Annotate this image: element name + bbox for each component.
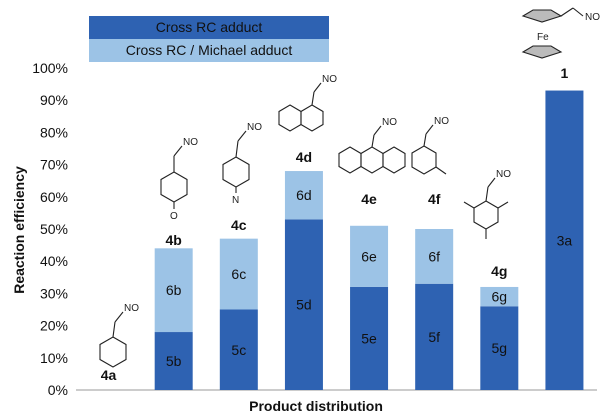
segment-label: 5e [361, 330, 377, 346]
bar-segment [219, 238, 258, 310]
structure-4b-icon: NO O [160, 137, 198, 222]
structure-4c-icon: NO N [222, 122, 262, 206]
y-tick-label: 60% [40, 189, 68, 205]
y-tick-label: 70% [40, 157, 68, 173]
nitro-group-1: NO [585, 12, 600, 23]
nitro-group-4c: NO [247, 122, 262, 133]
bar-segment [284, 219, 323, 390]
category-label: 4b [166, 232, 182, 248]
y-tick-label: 80% [40, 124, 68, 140]
y-axis-title: Reaction efficiency [11, 166, 27, 294]
bar-segment [154, 332, 193, 390]
segment-label: 3a [557, 232, 573, 248]
nitro-group-4b: NO [183, 137, 198, 148]
y-tick-label: 30% [40, 285, 68, 301]
category-label: 4d [296, 149, 312, 165]
bar-segment [415, 229, 454, 284]
bar-segment [350, 225, 389, 287]
structure-4f-icon: NO [411, 116, 449, 175]
methoxy-o-4b: O [170, 211, 178, 222]
category-label: 4f [428, 191, 441, 207]
segment-label: 5f [428, 329, 440, 345]
segment-label: 6b [166, 282, 182, 298]
bar-segment [219, 309, 258, 390]
segment-label: 6d [296, 187, 312, 203]
bar-segment [545, 90, 584, 390]
category-label: 4a [101, 367, 117, 383]
segment-label: 6f [428, 248, 440, 264]
bar-labels: 4a 5b 6b 4b 5c 6c 4c 5d 6d 4d 5e 6e 4e 5f 6f 4f 5g 6g 4g 3a… [101, 65, 573, 383]
segment-label: 6c [231, 266, 246, 282]
structure-4a-icon: NO [99, 303, 139, 368]
bar-segment [480, 286, 519, 307]
structure-4g-icon: NO [463, 169, 511, 239]
category-label: 4g [491, 263, 507, 279]
category-label: 4e [361, 191, 377, 207]
segment-label: 5b [166, 353, 182, 369]
y-tick-label: 100% [32, 60, 68, 76]
bar-segment [154, 248, 193, 333]
bars [154, 90, 584, 390]
y-tick-label: 50% [40, 221, 68, 237]
segment-label: 6e [361, 248, 377, 264]
segment-label: 5c [231, 342, 246, 358]
structure-1-ferrocene-icon: NO Fe [521, 7, 600, 59]
iron-atom-label: Fe [537, 32, 549, 43]
nitro-group-4a: NO [124, 303, 139, 314]
segment-label: 6g [492, 289, 508, 305]
bar-segment [350, 286, 389, 390]
y-tick-label: 0% [48, 382, 68, 398]
legend-cross-rc-adduct: Cross RC adduct [89, 16, 329, 39]
y-tick-label: 40% [40, 253, 68, 269]
bar-segment [415, 283, 454, 390]
structure-4e-icon: NO [338, 117, 406, 174]
bar-segment [284, 171, 323, 220]
axes: 0% 10% 20% 30% 40% 50% 60% 70% 80% 90% 100% [32, 60, 597, 398]
category-label: 4c [231, 217, 247, 233]
nitro-group-4e: NO [382, 117, 397, 128]
nitro-group-4d: NO [322, 74, 337, 85]
nitro-group-4f: NO [434, 116, 449, 127]
structure-4d-icon: NO [278, 74, 337, 132]
segment-label: 5g [492, 340, 508, 356]
nitro-group-4g: NO [496, 169, 511, 180]
y-tick-label: 10% [40, 350, 68, 366]
legend-cross-rc-michael-adduct: Cross RC / Michael adduct [89, 39, 329, 62]
category-label: 1 [561, 65, 569, 81]
y-tick-label: 20% [40, 318, 68, 334]
bar-segment [480, 306, 519, 390]
y-tick-label: 90% [40, 92, 68, 108]
amine-n-4c: N [232, 195, 239, 206]
x-axis-title: Product distribution [249, 398, 383, 414]
segment-label: 5d [296, 297, 312, 313]
